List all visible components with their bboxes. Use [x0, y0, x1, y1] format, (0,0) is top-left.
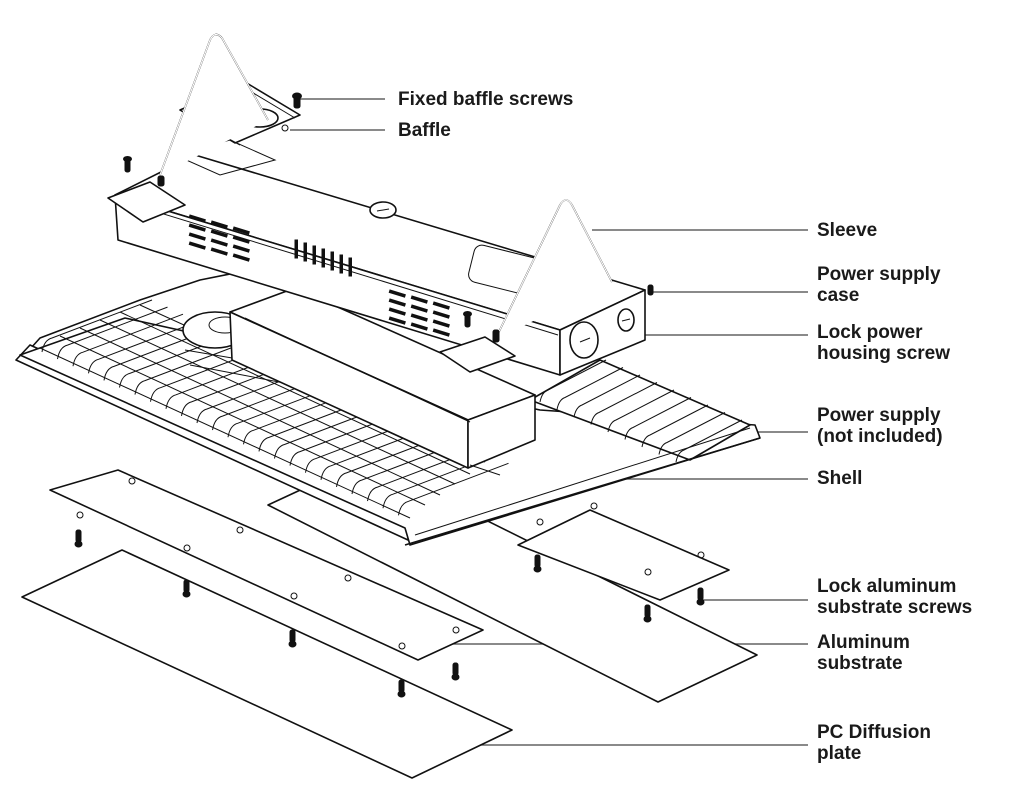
vent-slot — [388, 316, 406, 325]
heatsink-fin — [573, 374, 641, 418]
heatsink-fin — [289, 413, 401, 466]
vent-slot — [188, 232, 206, 241]
label-shell: Shell — [817, 468, 863, 489]
vent-slot — [388, 298, 406, 307]
vent-slot — [339, 254, 343, 274]
heatsink-fin — [134, 342, 246, 395]
label-pc-diffusion-plate: PC Diffusion plate — [817, 722, 931, 764]
vent-slot — [188, 223, 206, 232]
vent-slot — [432, 319, 450, 328]
vent-slot — [432, 301, 450, 310]
heatsink-fin — [590, 382, 658, 425]
vent-slot — [232, 244, 250, 253]
heatsink-fin — [658, 412, 726, 455]
heatsink-fin — [258, 398, 370, 452]
vent-slot — [210, 229, 228, 238]
vent-slot — [388, 307, 406, 316]
vent-slot — [410, 295, 428, 304]
heatsink-fin — [119, 335, 230, 388]
vent-slot — [210, 238, 228, 247]
aluminum-substrate-part — [49, 469, 730, 661]
vent-slot — [410, 304, 428, 313]
label-fixed-baffle-screws: Fixed baffle screws — [398, 89, 574, 110]
label-sleeve: Sleeve — [817, 220, 878, 241]
heatsink-fin — [367, 448, 478, 502]
vent-slot — [232, 226, 250, 235]
lock-power-housing-screws-part — [123, 156, 654, 343]
power-supply-case-part — [107, 139, 646, 376]
vent-slot — [210, 220, 228, 229]
heatsink-fin — [103, 327, 215, 381]
label-lock-power-housing-screw: Lock power housing screw — [817, 322, 951, 364]
heatsink-fin — [539, 359, 607, 403]
heatsink-fin — [165, 356, 277, 409]
heatsink-fin — [336, 434, 447, 487]
heatsink-fin — [274, 406, 385, 459]
label-power-supply: Power supply (not included) — [817, 405, 943, 447]
vent-slot — [294, 239, 298, 259]
vent-slot — [432, 310, 450, 319]
label-aluminum-substrate: Aluminum substrate — [817, 632, 910, 674]
heatsink-fin — [556, 367, 624, 410]
vent-slot — [232, 235, 250, 244]
vent-slot — [432, 328, 450, 337]
heatsink-fin — [150, 349, 261, 402]
label-power-supply-case: Power supply case — [817, 264, 941, 306]
vent-slot — [348, 257, 352, 277]
heatsink-fin — [351, 441, 463, 495]
heatsink-fin — [675, 419, 743, 463]
heatsink-fin — [641, 404, 709, 448]
heatsink-fin — [607, 389, 675, 433]
heatsink-fin — [382, 455, 494, 509]
heatsink-fin — [212, 377, 323, 431]
heatsink-fin — [624, 397, 692, 440]
heatsink-fin — [196, 370, 308, 424]
substrate-screws — [74, 529, 705, 698]
heatsink-fin — [305, 420, 416, 473]
vent-slot — [210, 247, 228, 256]
heatsink-fin — [41, 299, 153, 353]
vent-slot — [312, 245, 316, 265]
vent-slot — [410, 313, 428, 322]
vent-slot — [321, 248, 325, 268]
heatsink-fin — [320, 427, 432, 480]
heatsink-fin — [72, 313, 184, 367]
label-baffle: Baffle — [398, 120, 451, 141]
vent-slot — [330, 251, 334, 271]
label-lock-aluminum-substrate-screws: Lock aluminum substrate screws — [817, 576, 973, 618]
heatsink-fin — [227, 384, 339, 438]
vent-slot — [188, 241, 206, 250]
vent-slot — [188, 214, 206, 223]
vent-slot — [388, 289, 406, 298]
heatsink-fin — [88, 320, 199, 374]
heatsink-fin — [243, 391, 354, 445]
heatsink-fin — [398, 462, 509, 516]
power-supply-part — [229, 287, 536, 476]
heatsink-fin — [181, 363, 292, 416]
vent-slot — [410, 322, 428, 331]
heatsink-fin — [57, 306, 168, 360]
fixed-baffle-screws-part — [292, 92, 302, 109]
sleeve-part — [123, 33, 654, 343]
vent-slot — [303, 242, 307, 262]
vent-slot — [232, 253, 250, 262]
